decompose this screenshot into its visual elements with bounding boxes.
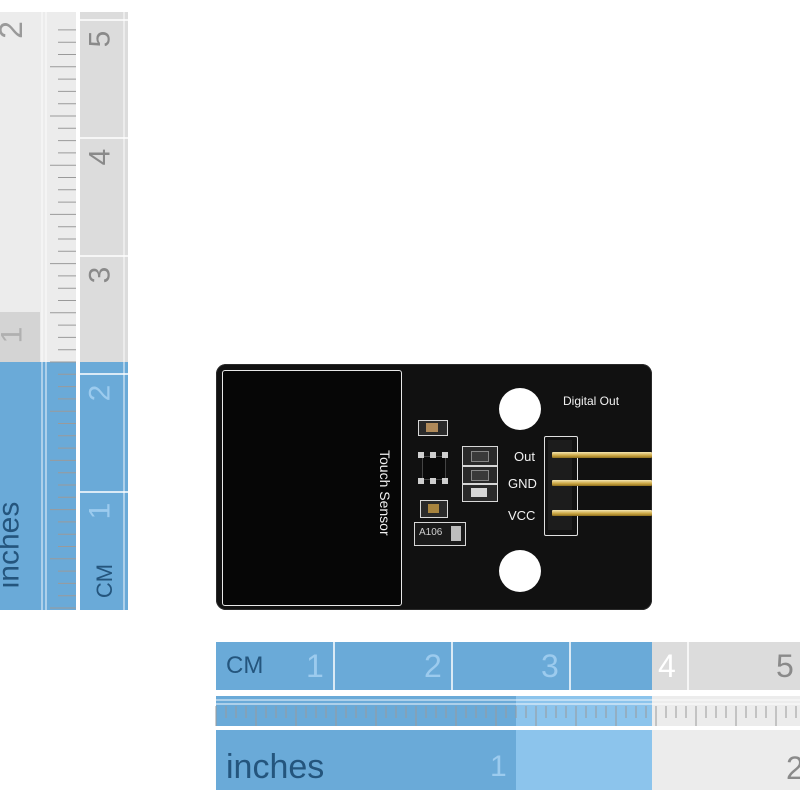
mounting-hole-top — [499, 388, 541, 430]
horizontal-inch-strip-gray — [652, 730, 800, 790]
touch-ic — [416, 450, 450, 486]
mounting-hole-bottom — [499, 550, 541, 592]
pin-label-out: Out — [514, 449, 535, 464]
horizontal-inch-strip-blue — [216, 730, 516, 790]
digital-out-label: Digital Out — [563, 394, 620, 408]
horizontal-inch-strip-lightblue — [516, 730, 652, 790]
horizontal-cm-digit-2: 2 — [424, 648, 442, 684]
horizontal-cm-strip-blue — [216, 642, 652, 690]
resistor-top — [462, 446, 498, 466]
vertical-cm-strip-gray — [80, 12, 128, 362]
pin-header-outline — [544, 436, 578, 536]
horizontal-inch-digit-1: 1 — [490, 750, 507, 783]
horizontal-cm-digit-1: 1 — [306, 648, 324, 684]
horizontal-cm-digit-5: 5 — [776, 648, 794, 684]
pin-out — [552, 452, 652, 458]
regulator-chip: A106 — [414, 522, 466, 546]
vertical-ruler-ticks — [41, 12, 128, 610]
vertical-cm-strip-blue — [80, 362, 128, 610]
horizontal-cm-digit-4: 4 — [658, 648, 676, 684]
horizontal-cm-digit-3: 3 — [541, 648, 559, 684]
touch-pad — [222, 370, 402, 606]
chip-marking: A106 — [419, 527, 443, 538]
pin-vcc — [552, 510, 652, 516]
vertical-inch-strip-gray-dark — [0, 312, 40, 362]
status-led — [462, 484, 498, 502]
touch-sensor-board: Touch Sensor Digital Out Out GND VCC A10… — [216, 364, 652, 610]
horizontal-tick-strip-lightblue — [516, 696, 652, 726]
vertical-inch-strip-blue — [0, 362, 76, 610]
pin-label-vcc: VCC — [508, 508, 536, 523]
resistor-middle — [462, 466, 498, 484]
pin-label-gnd: GND — [508, 476, 537, 491]
touch-sensor-label: Touch Sensor — [377, 450, 393, 536]
horizontal-inch-digit-2: 2 — [786, 750, 800, 786]
horizontal-cm-unit: CM — [226, 652, 264, 679]
vertical-inch-strip-gray — [0, 12, 76, 362]
pin-gnd — [552, 480, 652, 486]
capacitor-middle — [420, 500, 448, 518]
horizontal-inch-unit: inches — [226, 748, 325, 786]
capacitor-top — [418, 420, 448, 436]
horizontal-cm-strip-gray — [652, 642, 800, 690]
